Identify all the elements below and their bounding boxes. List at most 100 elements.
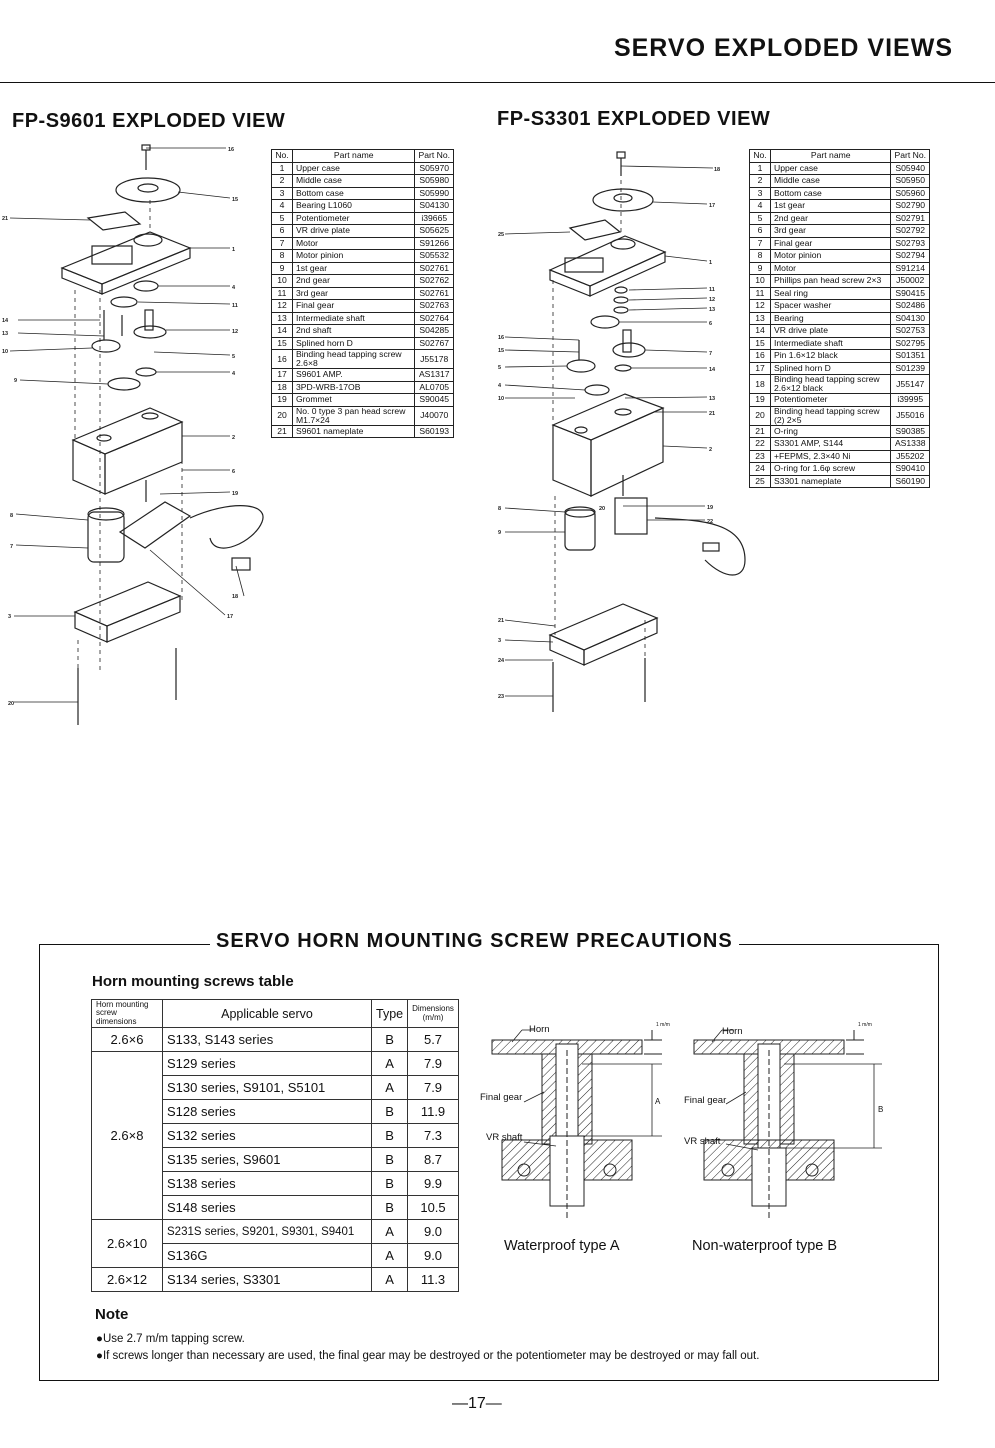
col-header-part-name: Part name: [291, 149, 416, 163]
caption-type-a: Waterproof type A: [504, 1238, 620, 1254]
left-callout: 12: [232, 329, 238, 335]
cell-part-index: 13: [749, 311, 771, 325]
cell-part-index: 12: [271, 299, 293, 313]
right-callout: 13: [709, 396, 715, 402]
col-header-part-name: Part name: [769, 149, 892, 163]
col-header-no: No.: [271, 149, 293, 163]
right-callout: 16: [498, 335, 504, 341]
right-callout: 23: [498, 694, 504, 700]
cell-type: B: [370, 1123, 409, 1149]
cell-part-number: J55147: [890, 373, 930, 395]
cell-part-number: S05532: [414, 249, 454, 263]
s9601-exploded-drawing: 16 15 21 1 4 14 11 13 12 10 5 9 4 2 6 19…: [2, 144, 264, 725]
table-row: S148 series B 10.5: [92, 1195, 459, 1221]
right-callout: 1: [709, 260, 712, 266]
cell-part-name: O-ring: [769, 424, 892, 439]
s3301-exploded-drawing: 18 17 25 1 11 12 13 6 16 15 7 5 14 4 10 …: [498, 151, 746, 712]
cell-part-name: Motor: [769, 261, 892, 275]
cell-part-index: 4: [271, 199, 293, 213]
right-callout: 3: [498, 638, 501, 644]
cell-part-index: 19: [271, 393, 293, 407]
cell-part-name: No. 0 type 3 pan head screw M1.7×24: [291, 405, 416, 426]
cell-part-number: S05625: [414, 224, 454, 238]
cell-part-number: S02764: [414, 311, 454, 325]
col-header-type: Type: [370, 998, 409, 1029]
col-header-screw-dimensions: Horn mounting screw dimensions: [91, 998, 163, 1029]
cell-part-number: S02767: [414, 336, 454, 350]
cell-part-name: 2nd gear: [769, 211, 892, 225]
cell-part-name: Potentiometer: [769, 393, 892, 407]
cell-part-index: 3: [271, 186, 293, 200]
cell-part-name: Binding head tapping screw 2.6×8: [291, 348, 416, 370]
cell-type: B: [370, 1027, 409, 1053]
cell-part-name: 1st gear: [291, 261, 416, 275]
cell-servo: S134 series, S3301: [162, 1267, 372, 1293]
cell-part-number: S02763: [414, 299, 454, 313]
cell-part-number: S02795: [890, 336, 930, 350]
cell-servo: S129 series: [162, 1051, 372, 1077]
cell-type: A: [370, 1075, 409, 1101]
dimension-1mm-label-a: 1 m/m: [656, 1022, 670, 1028]
cell-servo: S128 series: [162, 1099, 372, 1125]
cell-part-number: S90410: [890, 462, 930, 476]
cell-part-number: J55178: [414, 348, 454, 370]
cell-part-index: 20: [749, 405, 771, 426]
cell-part-number: S01239: [890, 361, 930, 375]
cell-part-name: S3301 nameplate: [769, 474, 892, 489]
cell-part-index: 16: [749, 349, 771, 363]
cell-part-name: Bearing: [769, 311, 892, 325]
cell-part-index: 9: [271, 261, 293, 275]
table-row: 2.6×6 S133, S143 series B 5.7: [91, 1027, 459, 1053]
caption-type-b: Non-waterproof type B: [692, 1238, 837, 1254]
cell-part-index: 1: [749, 161, 771, 175]
cell-part-number: S04130: [890, 311, 930, 325]
note-line: ●If screws longer than necessary are use…: [96, 1350, 760, 1362]
non-waterproof-type-b-diagram: [693, 1029, 882, 1220]
cell-part-index: 20: [271, 405, 293, 426]
note-title: Note: [95, 1306, 129, 1323]
left-callout: 1: [232, 247, 235, 253]
cell-part-index: 9: [749, 261, 771, 275]
cell-part-index: 16: [271, 348, 293, 370]
left-callout: 19: [232, 491, 238, 497]
cell-part-index: 18: [271, 380, 293, 395]
left-callout: 18: [232, 594, 238, 600]
cell-part-number: S02761: [414, 261, 454, 275]
right-callout: 5: [498, 365, 501, 371]
cell-servo: S130 series, S9101, S5101: [162, 1075, 372, 1101]
col-header-part-no: Part No.: [890, 149, 930, 163]
cell-part-index: 15: [749, 336, 771, 350]
cell-part-index: 12: [749, 299, 771, 313]
table-row: 2.6×8 S129 series A 7.9: [91, 1051, 459, 1221]
cell-part-index: 25: [749, 474, 771, 489]
cell-type: A: [370, 1267, 409, 1293]
dimension-1mm-label-b: 1 m/m: [858, 1022, 872, 1028]
right-callout: 22: [707, 519, 713, 525]
col-header-dimensions-mm: Dimensions (m/m): [407, 998, 459, 1029]
cell-value: 9.0: [407, 1243, 459, 1269]
cell-servo: S133, S143 series: [162, 1027, 372, 1053]
cell-type: A: [370, 1219, 409, 1245]
right-callout: 12: [709, 297, 715, 303]
left-callout: 17: [227, 614, 233, 620]
cell-part-name: 3PD-WRB-17OB: [291, 380, 416, 395]
table-row: S132 series B 7.3: [92, 1123, 459, 1149]
right-section-title: FP-S3301 EXPLODED VIEW: [497, 108, 771, 130]
cell-part-number: S02791: [890, 211, 930, 225]
cell-value: 8.7: [407, 1147, 459, 1173]
cell-part-name: Final gear: [769, 236, 892, 250]
cell-part-number: S02753: [890, 324, 930, 338]
cell-part-name: Grommet: [291, 393, 416, 407]
